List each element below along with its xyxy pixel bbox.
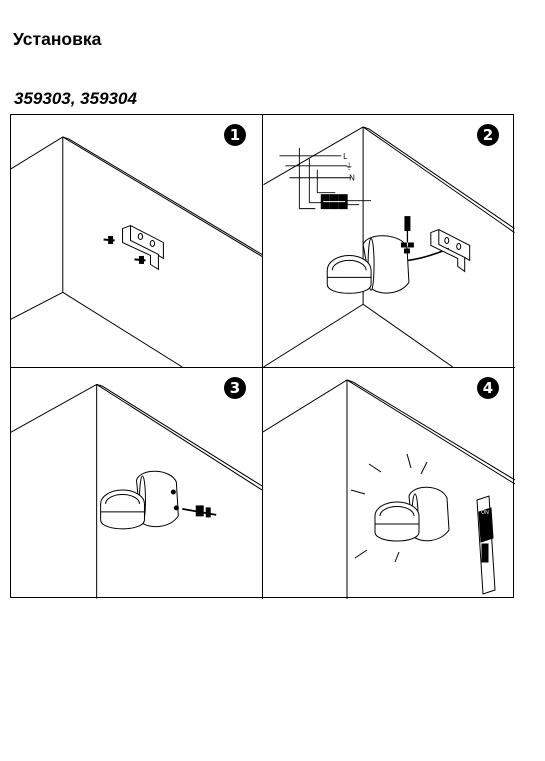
wall-lamp-icon <box>326 235 410 294</box>
screw-icon <box>134 255 146 264</box>
step-3-illustration <box>11 383 262 599</box>
mounting-bracket-icon <box>122 224 164 271</box>
screw-icon <box>182 505 217 518</box>
wall-vertical-edge <box>11 136 64 320</box>
ceiling-edge <box>362 126 515 229</box>
wall-lamp-icon <box>100 470 179 530</box>
ceiling-edge <box>96 383 262 487</box>
mounting-bracket-icon <box>430 228 471 273</box>
step-1-panel: 1 <box>11 115 263 368</box>
installation-steps-grid: 1 <box>10 114 515 599</box>
step-2-panel: 2 L ⏚ N <box>263 115 515 368</box>
floor-line <box>362 303 454 367</box>
screw-icon <box>103 236 115 244</box>
terminal-block-icon <box>320 194 348 210</box>
wall-corner <box>263 379 515 485</box>
step-1-number-badge: 1 <box>224 124 246 146</box>
wall-corner <box>11 136 262 257</box>
wire-label-live: L <box>343 152 348 161</box>
model-numbers: 359303, 359304 <box>14 89 137 108</box>
step-1-illustration <box>11 136 262 367</box>
step-2-illustration: L ⏚ N <box>263 126 515 367</box>
wire-label-earth: ⏚ <box>345 162 353 171</box>
wall-lamp-icon <box>374 486 450 542</box>
floor-line <box>62 291 183 367</box>
step-2-number-badge: 2 <box>477 124 499 146</box>
wire-label-neutral: N <box>349 174 355 183</box>
ceiling-edge <box>62 136 262 255</box>
light-rays <box>350 453 428 563</box>
wall-corner <box>11 383 262 491</box>
step-3-panel: 3 <box>11 368 263 599</box>
page-title: Установка <box>13 29 102 49</box>
wall-vertical-edge <box>263 126 364 367</box>
switch-on-label: ON <box>481 510 489 516</box>
terminal-block-icon <box>400 242 414 254</box>
step-3-number-badge: 3 <box>224 377 246 399</box>
ceiling-edge <box>346 379 515 481</box>
step-4-number-badge: 4 <box>477 377 499 399</box>
step-4-illustration: ON <box>263 379 515 599</box>
screwdriver-icon <box>404 216 411 243</box>
step-4-panel: 4 <box>263 368 515 599</box>
wall-switch-icon <box>476 495 496 595</box>
